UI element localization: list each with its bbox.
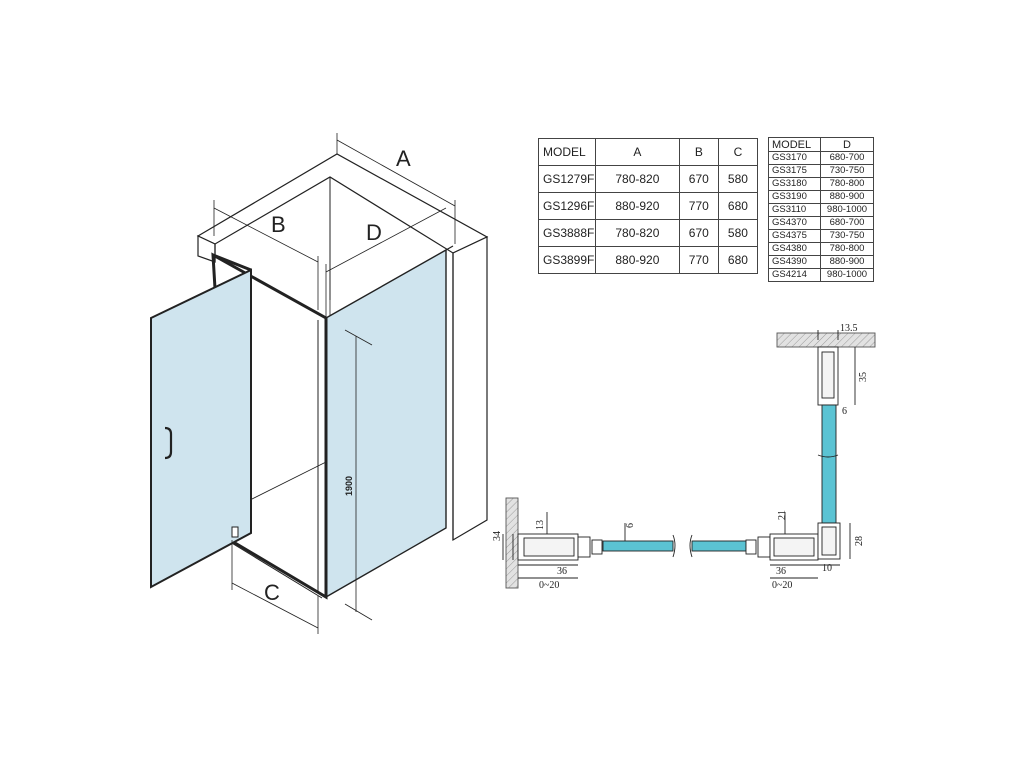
- table-cell: GS3175: [768, 164, 821, 178]
- right-dim-13-5: 13.5: [840, 323, 858, 334]
- profile-detail-left: [502, 497, 676, 589]
- glass-section: [821, 404, 837, 524]
- right-dim-6: 6: [842, 406, 847, 417]
- dim-label-height: 1900: [344, 476, 354, 496]
- table-header-cell: MODEL: [538, 138, 596, 166]
- table-cell: 670: [678, 219, 719, 247]
- table-cell: GS4380: [768, 242, 821, 256]
- dim-label-d: D: [366, 220, 382, 245]
- table-cell: GS3899F: [538, 246, 596, 274]
- shower-enclosure-isometric: [150, 133, 489, 634]
- left-dim-34: 34: [492, 531, 503, 541]
- table-cell: GS3170: [768, 151, 821, 165]
- table-cell: GS4375: [768, 229, 821, 243]
- right-wall: [452, 236, 488, 542]
- table-cell: 880-920: [595, 246, 680, 274]
- table-cell: 980-1000: [820, 268, 874, 282]
- dim-label-b: B: [271, 212, 286, 237]
- door-handle-icon: [164, 426, 173, 460]
- right-dim-28: 28: [854, 536, 865, 546]
- mid-dim-0-20: 0~20: [772, 580, 792, 591]
- table-cell: 680: [717, 246, 759, 274]
- table-header-cell: B: [678, 138, 719, 166]
- door-glass: [150, 268, 252, 589]
- left-dim-13: 13: [535, 520, 546, 530]
- table-cell: GS4390: [768, 255, 821, 269]
- table-cell: 780-800: [820, 177, 874, 191]
- table-cell: GS3110: [768, 203, 821, 217]
- table-cell: GS3190: [768, 190, 821, 204]
- glass-section: [602, 540, 674, 552]
- table-cell: 770: [678, 192, 719, 220]
- profile-detail-middle: [689, 512, 819, 579]
- left-dim-6: 6: [625, 523, 636, 528]
- table-cell: GS4370: [768, 216, 821, 230]
- table-cell: 980-1000: [820, 203, 874, 217]
- mid-dim-21: 21: [777, 510, 788, 520]
- table-cell: 780-820: [595, 165, 680, 193]
- table-cell: GS3888F: [538, 219, 596, 247]
- table-cell: GS1296F: [538, 192, 596, 220]
- right-dim-10: 10: [822, 563, 832, 574]
- table-cell: 770: [678, 246, 719, 274]
- table-cell: 730-750: [820, 164, 874, 178]
- table-cell: 780-800: [820, 242, 874, 256]
- table-header-cell: MODEL: [768, 137, 821, 152]
- table-cell: 880-900: [820, 255, 874, 269]
- dim-label-a: A: [396, 146, 411, 171]
- side-glass-panel: [325, 248, 447, 599]
- table-cell: GS3180: [768, 177, 821, 191]
- table-cell: GS1279F: [538, 165, 596, 193]
- table-cell: 680-700: [820, 216, 874, 230]
- glass-section: [691, 540, 747, 552]
- left-dim-0-20: 0~20: [539, 580, 559, 591]
- enclosure-top: [196, 153, 489, 254]
- profile-detail-right: [776, 330, 876, 566]
- table-cell: 780-820: [595, 219, 680, 247]
- table-header-cell: D: [820, 137, 874, 152]
- mid-dim-36: 36: [776, 566, 786, 577]
- table-cell: 680-700: [820, 151, 874, 165]
- table-cell: GS4214: [768, 268, 821, 282]
- table-cell: 730-750: [820, 229, 874, 243]
- table-cell: 580: [717, 165, 759, 193]
- table-cell: 680: [717, 192, 759, 220]
- dim-label-c: C: [264, 580, 280, 605]
- table-cell: 580: [717, 219, 759, 247]
- table-cell: 880-920: [595, 192, 680, 220]
- table-header-cell: A: [595, 138, 680, 166]
- right-dim-35: 35: [858, 372, 869, 382]
- table-cell: 670: [678, 165, 719, 193]
- table-cell: 880-900: [820, 190, 874, 204]
- left-dim-36: 36: [557, 566, 567, 577]
- table-header-cell: C: [717, 138, 759, 166]
